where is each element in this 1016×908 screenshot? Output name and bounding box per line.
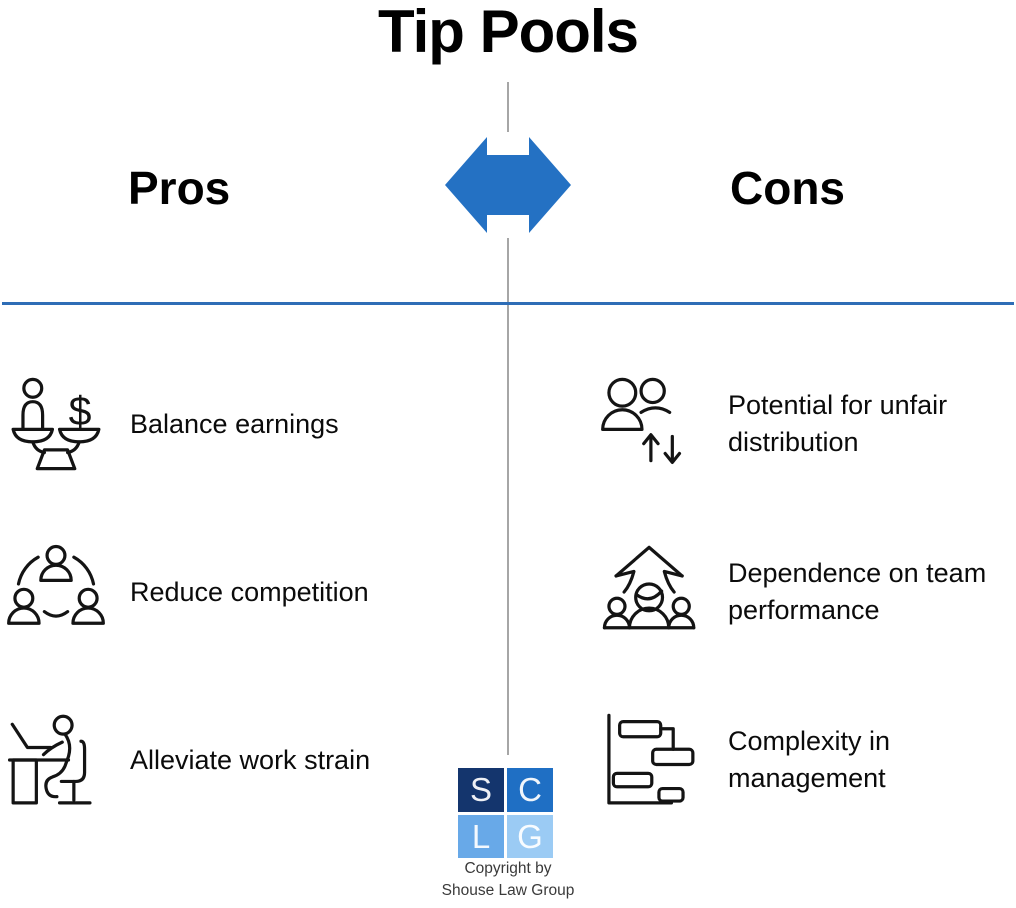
page-title: Tip Pools [378,0,639,65]
double-headed-arrow-icon [445,137,571,233]
copyright-line2: Shouse Law Group [441,882,575,899]
gantt-chart-icon [600,705,700,815]
copyright-notice: Copyright by Shouse Law Group [0,858,1016,902]
person-at-desk-icon [6,705,106,815]
team-circle-icon [6,537,106,647]
pros-item-reduce-competition: Reduce competition [6,536,466,648]
people-up-down-arrows-icon [600,369,700,479]
balance-scale-icon: $ [6,369,106,479]
logo-letter-s: S [458,768,504,812]
pros-item-label: Alleviate work strain [130,744,371,775]
sclg-logo: S C L G [458,768,553,858]
cons-item-unfair-distribution: Potential for unfair distribution [600,368,1010,480]
cons-item-complexity-management: Complexity in management [600,704,1010,816]
cons-item-label: Dependence on team performance [728,558,987,625]
pros-item-label: Balance earnings [130,408,339,439]
pros-item-alleviate-work-strain: Alleviate work strain [6,704,466,816]
pros-heading: Pros [128,162,231,214]
cons-heading: Cons [730,162,845,214]
pros-item-label: Reduce competition [130,576,369,607]
vertical-divider [507,82,509,755]
cons-item-label: Potential for unfair distribution [728,390,948,457]
copyright-line1: Copyright by [464,860,552,877]
cons-item-team-performance: Dependence on team performance [600,536,1010,648]
cons-item-label: Complexity in management [728,726,891,793]
logo-letter-g: G [507,814,553,858]
pros-cons-arrow-box [441,132,575,238]
svg-text:$: $ [69,388,92,434]
logo-letter-l: L [458,814,504,858]
pros-item-balance-earnings: $ Balance earnings [6,368,466,480]
horizontal-divider [2,302,1014,305]
team-up-arrow-icon [600,537,700,647]
logo-letter-c: C [507,768,553,812]
